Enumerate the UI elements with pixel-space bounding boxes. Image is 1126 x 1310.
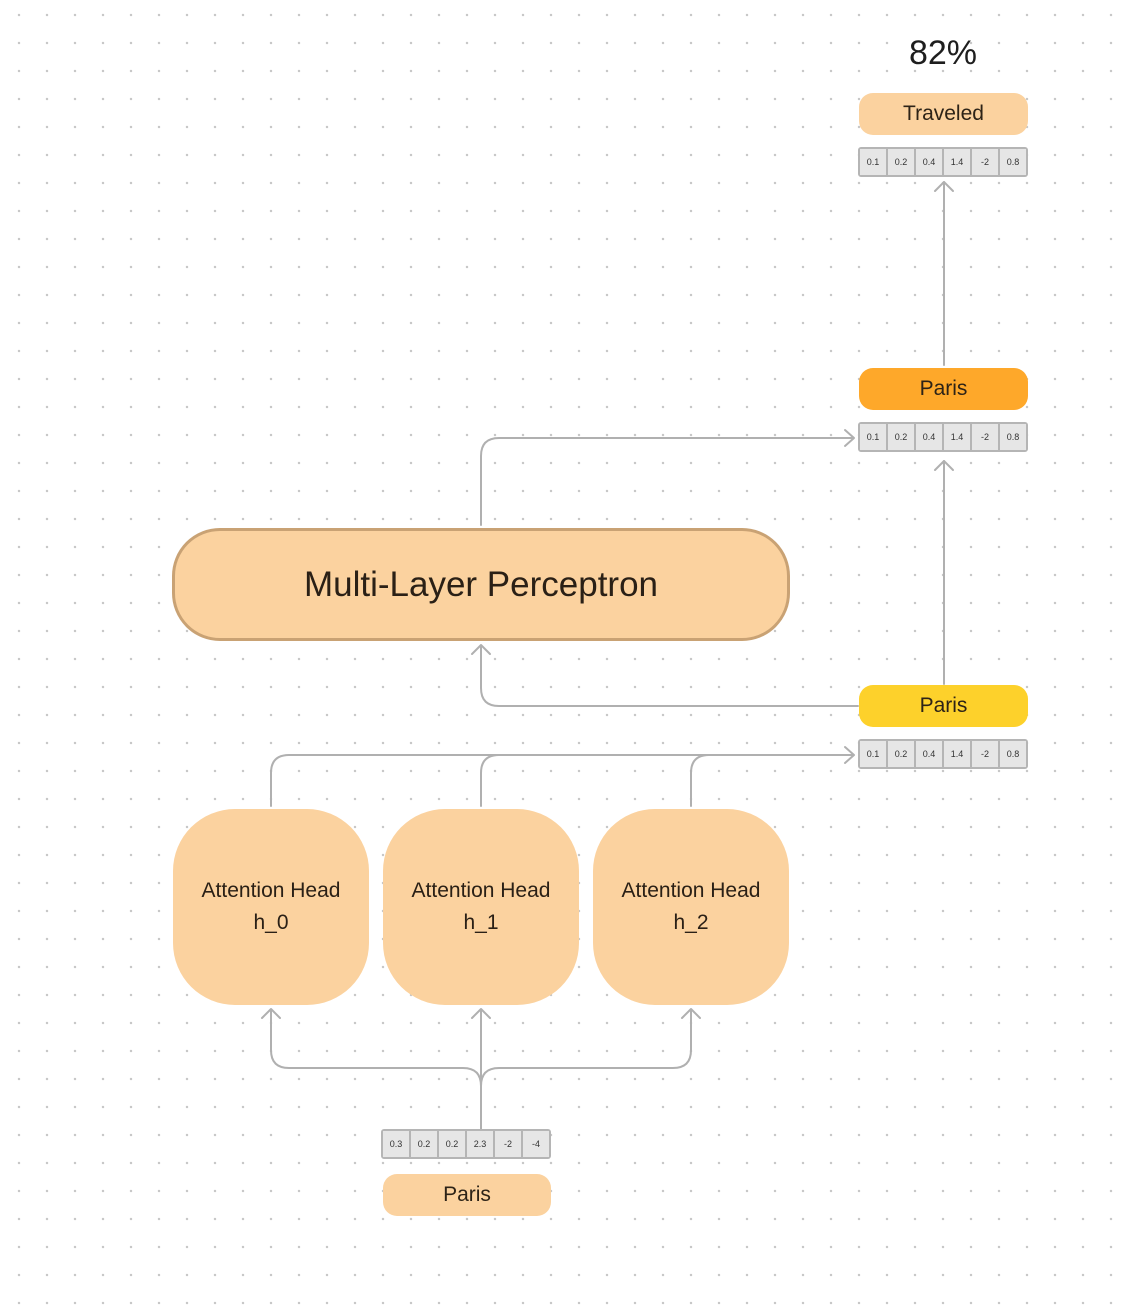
connector-input-to-h0 xyxy=(270,1009,482,1131)
attention-head-title: Attention Head xyxy=(411,879,551,902)
mlp-label: Multi-Layer Perceptron xyxy=(303,564,659,604)
vector-cell: -2 xyxy=(495,1131,521,1157)
attention-head-id: h_0 xyxy=(253,911,289,934)
vector-cell: 0.1 xyxy=(860,149,886,175)
attention-head-id: h_1 xyxy=(463,911,499,934)
attention-head-1[interactable]: Attention Head h_1 xyxy=(383,809,579,1005)
mlp-block[interactable]: Multi-Layer Perceptron xyxy=(172,528,790,641)
attention-head-title: Attention Head xyxy=(621,879,761,902)
connector-paris-to-mlp xyxy=(480,645,859,707)
input-token-label: Paris xyxy=(443,1183,491,1206)
vector-cell: 0.4 xyxy=(916,424,942,450)
output-probability: 82% xyxy=(908,34,978,72)
arrowhead-h2 xyxy=(681,1008,701,1019)
connector-input-to-h2 xyxy=(480,1009,692,1131)
attention-head-id: h_2 xyxy=(673,911,709,934)
attention-head-title: Attention Head xyxy=(201,879,341,902)
vector-cell: 0.2 xyxy=(888,424,914,450)
arrowhead-after-attention xyxy=(844,746,855,764)
output-vector: 0.1 0.2 0.4 1.4 -2 0.8 xyxy=(858,147,1028,177)
vector-cell: 0.4 xyxy=(916,149,942,175)
connector-h0-to-vector xyxy=(270,754,853,807)
vector-cell: 0.8 xyxy=(1000,149,1026,175)
after-mlp-vector: 0.1 0.2 0.4 1.4 -2 0.8 xyxy=(858,422,1028,452)
output-token-label: Traveled xyxy=(903,102,984,125)
vector-cell: 0.1 xyxy=(860,741,886,767)
arrowhead-output xyxy=(934,181,954,192)
vector-cell: -2 xyxy=(972,149,998,175)
vector-cell: 0.4 xyxy=(916,741,942,767)
arrowhead-after-mlp xyxy=(844,429,855,447)
vector-cell: 0.8 xyxy=(1000,741,1026,767)
vector-cell: 0.1 xyxy=(860,424,886,450)
input-token-pill[interactable]: Paris xyxy=(383,1174,551,1216)
output-token-pill[interactable]: Traveled xyxy=(859,93,1028,135)
vector-cell: 0.2 xyxy=(411,1131,437,1157)
vector-cell: -4 xyxy=(523,1131,549,1157)
vector-cell: 0.8 xyxy=(1000,424,1026,450)
after-attention-token-pill[interactable]: Paris xyxy=(859,685,1028,727)
connector-mlp-to-vector xyxy=(480,437,853,526)
vector-cell: 0.2 xyxy=(888,741,914,767)
input-vector: 0.3 0.2 0.2 2.3 -2 -4 xyxy=(381,1129,551,1159)
vector-cell: 0.3 xyxy=(383,1131,409,1157)
after-attention-token-label: Paris xyxy=(919,694,968,717)
vector-cell: 2.3 xyxy=(467,1131,493,1157)
vector-cell: -2 xyxy=(972,424,998,450)
after-mlp-token-label: Paris xyxy=(919,377,968,400)
vector-cell: -2 xyxy=(972,741,998,767)
attention-head-2[interactable]: Attention Head h_2 xyxy=(593,809,789,1005)
vector-cell: 1.4 xyxy=(944,424,970,450)
after-attention-vector: 0.1 0.2 0.4 1.4 -2 0.8 xyxy=(858,739,1028,769)
arrowhead-h0 xyxy=(261,1008,281,1019)
after-mlp-token-pill[interactable]: Paris xyxy=(859,368,1028,410)
arrowhead-residual xyxy=(934,460,954,471)
connector-h2-to-vector xyxy=(690,754,710,807)
arrowhead-mlp xyxy=(471,644,491,655)
vector-cell: 0.2 xyxy=(439,1131,465,1157)
vector-cell: 1.4 xyxy=(944,741,970,767)
connector-h1-to-vector xyxy=(480,754,500,807)
vector-cell: 0.2 xyxy=(888,149,914,175)
arrowhead-h1 xyxy=(471,1008,491,1019)
vector-cell: 1.4 xyxy=(944,149,970,175)
attention-head-0[interactable]: Attention Head h_0 xyxy=(173,809,369,1005)
